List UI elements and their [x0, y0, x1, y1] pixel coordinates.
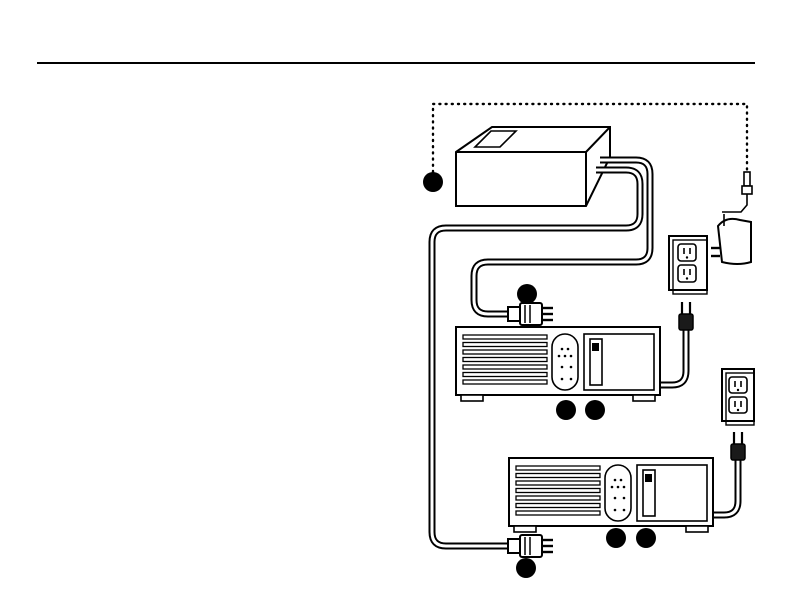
status-indicator — [645, 474, 652, 482]
vent-slot — [516, 474, 600, 478]
wall-outlet-icon — [722, 369, 754, 425]
vent-slot — [463, 380, 547, 384]
callout-unit-upper-a — [556, 400, 576, 420]
vent-slot — [516, 496, 600, 500]
vent-slot — [463, 373, 547, 377]
callout-unit-lower-a — [606, 528, 626, 548]
lower-unit-power-cord — [711, 460, 738, 515]
unit-foot — [514, 526, 536, 532]
panel-dot — [623, 497, 626, 500]
panel-dot — [561, 366, 564, 369]
control-panel — [552, 334, 578, 390]
unit-foot — [686, 526, 708, 532]
panel-dot — [570, 366, 573, 369]
panel-dot — [614, 509, 617, 512]
lower-cord-plug — [731, 432, 745, 460]
panel-dot — [561, 378, 564, 381]
unit-foot — [633, 395, 655, 401]
panel-dot — [570, 355, 573, 358]
three-prong-plug-icon — [508, 303, 553, 325]
panel-dot — [561, 348, 564, 351]
unit-foot — [461, 395, 483, 401]
vent-slot — [463, 343, 547, 347]
vent-slot — [463, 350, 547, 354]
callout-plug-upper — [517, 284, 537, 304]
panel-dot — [611, 486, 614, 489]
callout-device-top — [423, 172, 443, 192]
control-panel — [605, 465, 631, 521]
status-indicator — [592, 343, 599, 351]
panel-dot — [614, 479, 617, 482]
panel-dot — [558, 355, 561, 358]
panel-dot — [620, 479, 623, 482]
vent-slot — [516, 481, 600, 485]
upper-cord-plug — [679, 302, 693, 330]
panel-dot — [570, 378, 573, 381]
upper-unit — [456, 327, 660, 401]
vent-slot — [516, 511, 600, 515]
wall-outlet-icon — [669, 236, 707, 294]
top-device-box — [456, 127, 610, 206]
callout-unit-lower-b — [636, 528, 656, 548]
panel-dot — [614, 497, 617, 500]
callout-plug-lower — [516, 558, 536, 578]
vent-slot — [463, 335, 547, 339]
lower-unit — [509, 458, 713, 532]
panel-dot — [623, 509, 626, 512]
panel-dot — [567, 348, 570, 351]
power-adapter-icon — [711, 172, 752, 264]
vent-slot — [463, 365, 547, 369]
panel-dot — [623, 486, 626, 489]
panel-dot — [564, 355, 567, 358]
three-prong-plug-icon — [508, 535, 553, 557]
vent-slot — [516, 489, 600, 493]
vent-slot — [463, 358, 547, 362]
callout-unit-upper-b — [585, 400, 605, 420]
vent-slot — [516, 504, 600, 508]
vent-slot — [516, 466, 600, 470]
panel-dot — [617, 486, 620, 489]
